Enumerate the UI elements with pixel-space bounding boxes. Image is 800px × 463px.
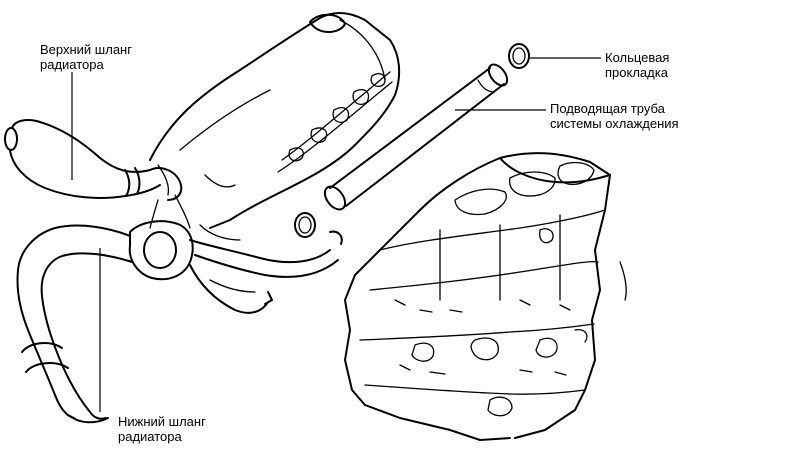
upper-radiator-hose [4,119,183,201]
label-o-ring-line1: Кольцевая [605,50,670,65]
label-o-ring-line2: прокладка [605,65,668,80]
engine-block [344,152,627,441]
water-outlet [128,194,343,314]
label-inlet-pipe-line2: системы охлаждения [550,116,679,131]
coolant-inlet-pipe [323,63,509,211]
lower-radiator-hose [16,224,133,424]
leader-lines [71,57,601,412]
o-ring-lower [294,212,316,238]
label-inlet-pipe-line1: Подводящая труба [550,101,665,116]
label-o-ring: Кольцевая прокладка [605,50,669,80]
label-lower-radiator-hose: Нижний шланг радиатора [118,414,206,444]
cylinder-head [149,12,401,229]
label-inlet-pipe: Подводящая труба системы охлаждения [550,101,679,131]
label-upper-hose-line2: радиатора [40,57,104,72]
o-ring-upper [508,43,530,69]
label-lower-hose-line1: Нижний шланг [118,414,206,429]
label-upper-radiator-hose: Верхний шланг радиатора [40,42,132,72]
label-upper-hose-line1: Верхний шланг [40,42,132,57]
label-lower-hose-line2: радиатора [118,429,182,444]
